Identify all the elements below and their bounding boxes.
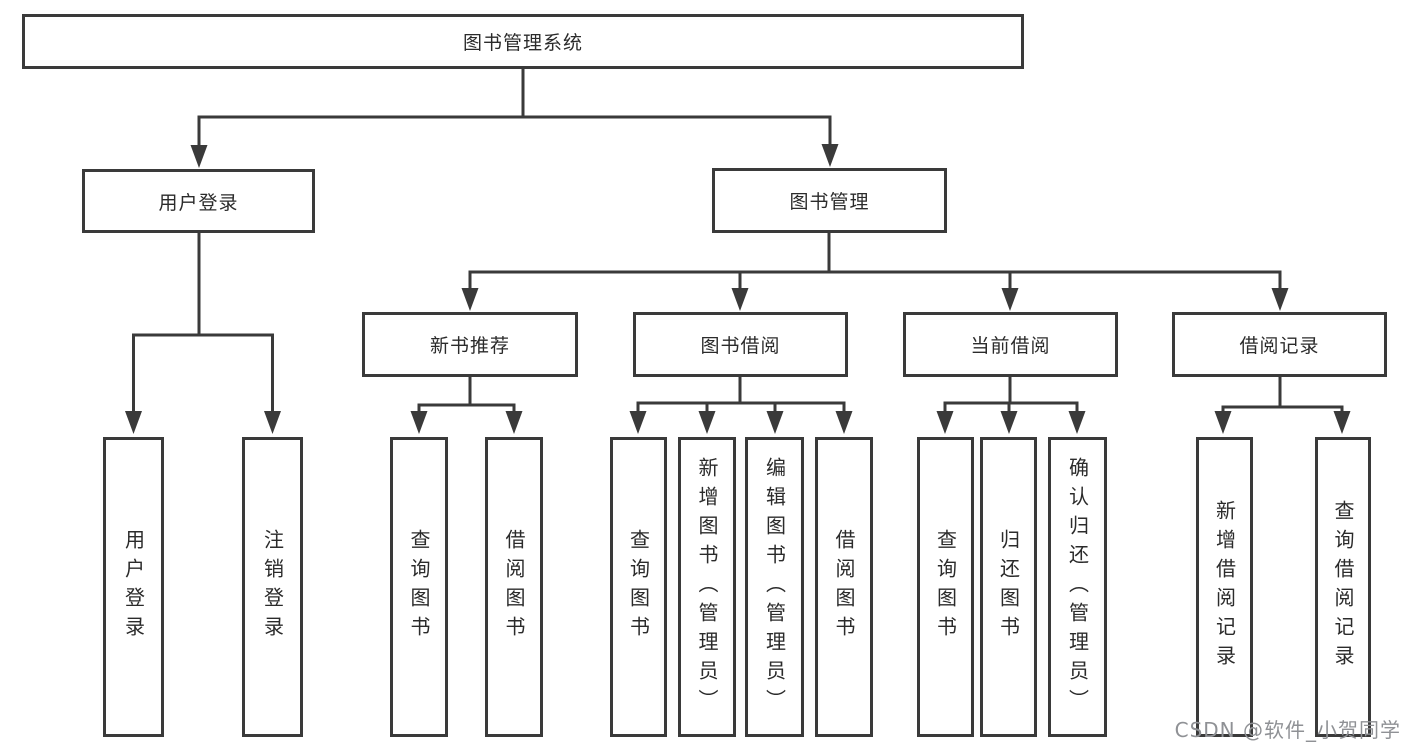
arrow-down-icon bbox=[461, 288, 1289, 311]
leaf-add-books-admin: 新增图书（管理员） bbox=[678, 437, 736, 737]
connector-line bbox=[1221, 375, 1344, 416]
connector-records-to-leaves bbox=[1214, 375, 1351, 434]
leaf-return-books: 归还图书 bbox=[980, 437, 1037, 737]
node-root-system: 图书管理系统 bbox=[22, 14, 1024, 69]
node-book-borrow: 图书借阅 bbox=[633, 312, 848, 377]
node-label: 用户登录 bbox=[121, 529, 146, 645]
node-label: 借阅记录 bbox=[1239, 335, 1320, 357]
node-label: 查询图书 bbox=[626, 529, 651, 645]
leaf-borrow-books: 借阅图书 bbox=[815, 437, 873, 737]
node-label: 新增借阅记录 bbox=[1212, 500, 1237, 674]
leaf-confirm-return-admin: 确认归还（管理员） bbox=[1048, 437, 1107, 737]
node-label: 查询图书 bbox=[407, 529, 431, 645]
leaf-borrow-books: 借阅图书 bbox=[485, 437, 543, 737]
arrow-down-icon bbox=[1214, 411, 1351, 434]
connector-line bbox=[468, 231, 1282, 293]
node-label: 借阅图书 bbox=[832, 529, 856, 645]
watermark: CSDN @软件_小贺同学 bbox=[1174, 718, 1401, 742]
node-borrow-records: 借阅记录 bbox=[1172, 312, 1387, 377]
node-label: 用户登录 bbox=[158, 191, 239, 214]
connector-borrow-to-leaves bbox=[629, 375, 853, 434]
node-current-borrow: 当前借阅 bbox=[903, 312, 1118, 377]
arrow-down-icon bbox=[125, 411, 281, 434]
connector-mgmt-to-level3 bbox=[461, 231, 1289, 311]
node-label: 图书管理 bbox=[789, 191, 870, 213]
leaf-query-books: 查询图书 bbox=[917, 437, 974, 737]
node-label: 新增图书（管理员） bbox=[695, 456, 719, 718]
node-label: 借阅图书 bbox=[502, 529, 526, 645]
connector-current-to-leaves bbox=[936, 375, 1086, 434]
node-new-book-recommend: 新书推荐 bbox=[362, 312, 578, 377]
arrow-down-icon bbox=[629, 411, 853, 434]
leaf-query-borrow-record: 查询借阅记录 bbox=[1315, 437, 1371, 737]
node-label: 图书管理系统 bbox=[462, 32, 583, 54]
leaf-logout: 注销登录 bbox=[242, 437, 303, 737]
leaf-query-books: 查询图书 bbox=[610, 437, 667, 737]
arrow-down-icon bbox=[190, 144, 839, 168]
node-label: 注销登录 bbox=[260, 529, 285, 645]
node-label: 编辑图书（管理员） bbox=[762, 456, 787, 718]
leaf-add-borrow-record: 新增借阅记录 bbox=[1196, 437, 1253, 737]
connector-line bbox=[943, 375, 1079, 416]
node-label: 图书借阅 bbox=[700, 335, 781, 357]
node-label: 确认归还（管理员） bbox=[1065, 456, 1090, 718]
arrow-down-icon bbox=[936, 411, 1086, 434]
connector-root-to-level2 bbox=[190, 67, 839, 168]
connector-line bbox=[636, 375, 846, 416]
connector-login-to-leaves bbox=[125, 231, 281, 434]
connector-line bbox=[197, 67, 832, 150]
leaf-edit-books-admin: 编辑图书（管理员） bbox=[745, 437, 804, 737]
node-label: 新书推荐 bbox=[429, 335, 510, 357]
node-user-login: 用户登录 bbox=[82, 169, 315, 233]
connector-line bbox=[132, 231, 274, 416]
arrow-down-icon bbox=[410, 411, 523, 434]
connector-line bbox=[417, 375, 516, 416]
connector-recommend-to-leaves bbox=[410, 375, 523, 434]
leaf-query-books: 查询图书 bbox=[390, 437, 448, 737]
node-label: 查询借阅记录 bbox=[1331, 500, 1355, 674]
node-label: 归还图书 bbox=[996, 529, 1021, 645]
node-book-management: 图书管理 bbox=[712, 168, 947, 233]
leaf-user-login: 用户登录 bbox=[103, 437, 164, 737]
node-label: 当前借阅 bbox=[970, 335, 1051, 357]
node-label: 查询图书 bbox=[933, 529, 958, 645]
